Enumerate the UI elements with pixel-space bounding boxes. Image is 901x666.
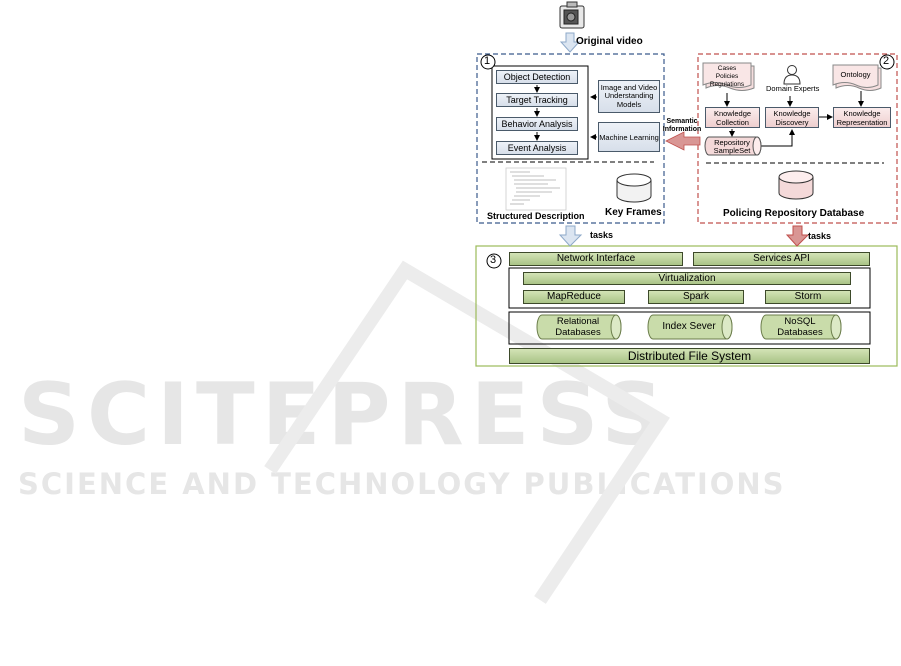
key-frames-label: Key Frames [605, 207, 662, 218]
knowledge-discovery-box: Knowledge Discovery [765, 107, 819, 128]
ontology-stack [832, 64, 882, 91]
policing-repository-label: Policing Repository Database [723, 208, 865, 219]
original-video-label: Original video [576, 36, 643, 47]
module3-frame [475, 245, 898, 367]
distributed-file-system-bar: Distributed File System [509, 348, 870, 364]
storm-bar: Storm [765, 290, 851, 304]
module1-number: 1 [484, 55, 491, 67]
video-camera-icon [559, 1, 585, 29]
behavior-analysis-box: Behavior Analysis [496, 117, 578, 131]
target-tracking-box: Target Tracking [496, 93, 578, 107]
module2-number: 2 [883, 55, 890, 67]
doc-cases: Cases [717, 65, 737, 72]
watermark-shape [264, 260, 670, 604]
nosql-db-cylinder [760, 314, 842, 340]
machine-learning-box: Machine Learning [598, 122, 660, 152]
relational-db-cylinder [536, 314, 622, 340]
doc-policies: Policies [715, 73, 739, 80]
semantic-information-label: Semantic Information [662, 118, 702, 133]
doc-regulations: Regulations [709, 81, 745, 88]
services-api-bar: Services API [693, 252, 870, 266]
repository-sampleset-label: Repository SampleSet [713, 137, 751, 155]
relational-databases-label: Relational Databases [555, 316, 601, 338]
tasks-left-label: tasks [590, 230, 614, 240]
structured-description-thumbnail [505, 167, 567, 211]
image-video-models-box: Image and Video Understanding Models [598, 80, 660, 113]
documents-label: Cases Policies Regulations [703, 64, 751, 90]
event-analysis-box: Event Analysis [496, 141, 578, 155]
mapreduce-bar: MapReduce [523, 290, 625, 304]
domain-expert-icon [783, 65, 801, 85]
domain-experts-label: Domain Experts [766, 84, 820, 93]
object-detection-box: Object Detection [496, 70, 578, 84]
module3-number: 3 [490, 254, 497, 266]
ontology-label: Ontology [840, 70, 871, 79]
pipeline-frame [491, 65, 589, 160]
index-sever-label: Index Sever [662, 321, 716, 332]
knowledge-representation-box: Knowledge Representation [833, 107, 891, 128]
spark-bar: Spark [648, 290, 744, 304]
module1-frame [476, 53, 665, 224]
structured-description-label: Structured Description [487, 211, 585, 221]
index-sever-cylinder [647, 314, 733, 340]
documents-stack [702, 62, 755, 91]
key-frames-cylinder [616, 173, 652, 203]
knowledge-collection-box: Knowledge Collection [705, 107, 760, 128]
virtualization-bar: Virtualization [523, 272, 851, 285]
nosql-databases-label: NoSQL Databases [777, 316, 823, 338]
policing-db-cylinder [778, 170, 814, 200]
watermark-subtitle: SCIENCE AND TECHNOLOGY PUBLICATIONS [18, 467, 786, 501]
network-interface-bar: Network Interface [509, 252, 683, 266]
watermark-title: SCITEPRESS [18, 365, 671, 465]
repository-sampleset-cylinder [704, 136, 762, 156]
tasks-right-label: tasks [808, 231, 832, 241]
